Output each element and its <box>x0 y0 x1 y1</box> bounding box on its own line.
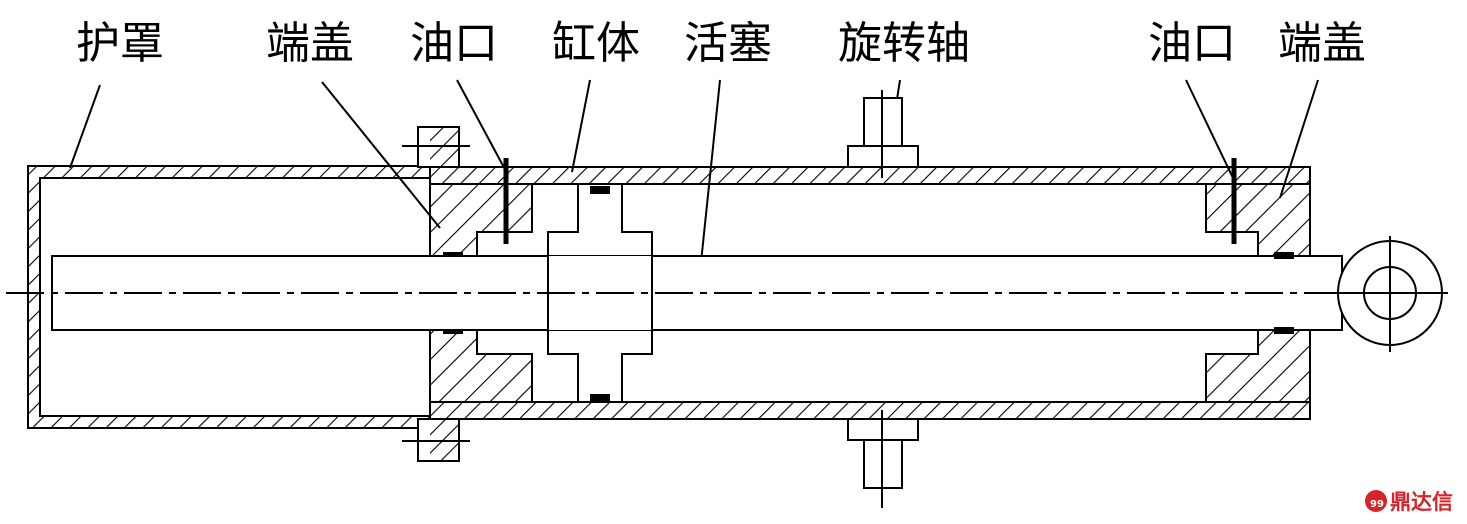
seal-right-bottom <box>1274 327 1294 334</box>
seal-piston-top <box>590 186 610 194</box>
watermark-text: 鼎达信 <box>1390 490 1453 514</box>
label-guard: 护罩 <box>76 18 164 69</box>
label-rotating-shaft: 旋转轴 <box>838 18 970 69</box>
leader-end-cap-left <box>321 81 441 229</box>
label-cylinder-body: 缸体 <box>552 18 640 69</box>
labels: 护罩 端盖 油口 缸体 活塞 旋转轴 油口 端盖 <box>76 18 1366 69</box>
rotating-shaft <box>847 90 919 508</box>
label-piston: 活塞 <box>684 18 772 69</box>
leader-oil-port-right <box>1185 79 1234 179</box>
leader-guard <box>69 84 101 169</box>
watermark-logo-icon <box>1365 490 1387 512</box>
right-end-cap <box>1205 158 1311 403</box>
leader-cylinder-body <box>571 79 591 173</box>
label-oil-port-left: 油口 <box>410 18 498 69</box>
left-end-cap <box>402 126 533 462</box>
leader-oil-port-left <box>456 79 509 176</box>
label-end-cap-left: 端盖 <box>266 18 354 69</box>
seal-piston-bottom <box>590 394 610 402</box>
label-oil-port-right: 油口 <box>1148 18 1236 69</box>
watermark: 99 鼎达信 <box>1365 490 1453 514</box>
svg-text:99: 99 <box>1370 499 1384 510</box>
seal-right-top <box>1274 252 1294 259</box>
label-end-cap-right: 端盖 <box>1278 18 1366 69</box>
